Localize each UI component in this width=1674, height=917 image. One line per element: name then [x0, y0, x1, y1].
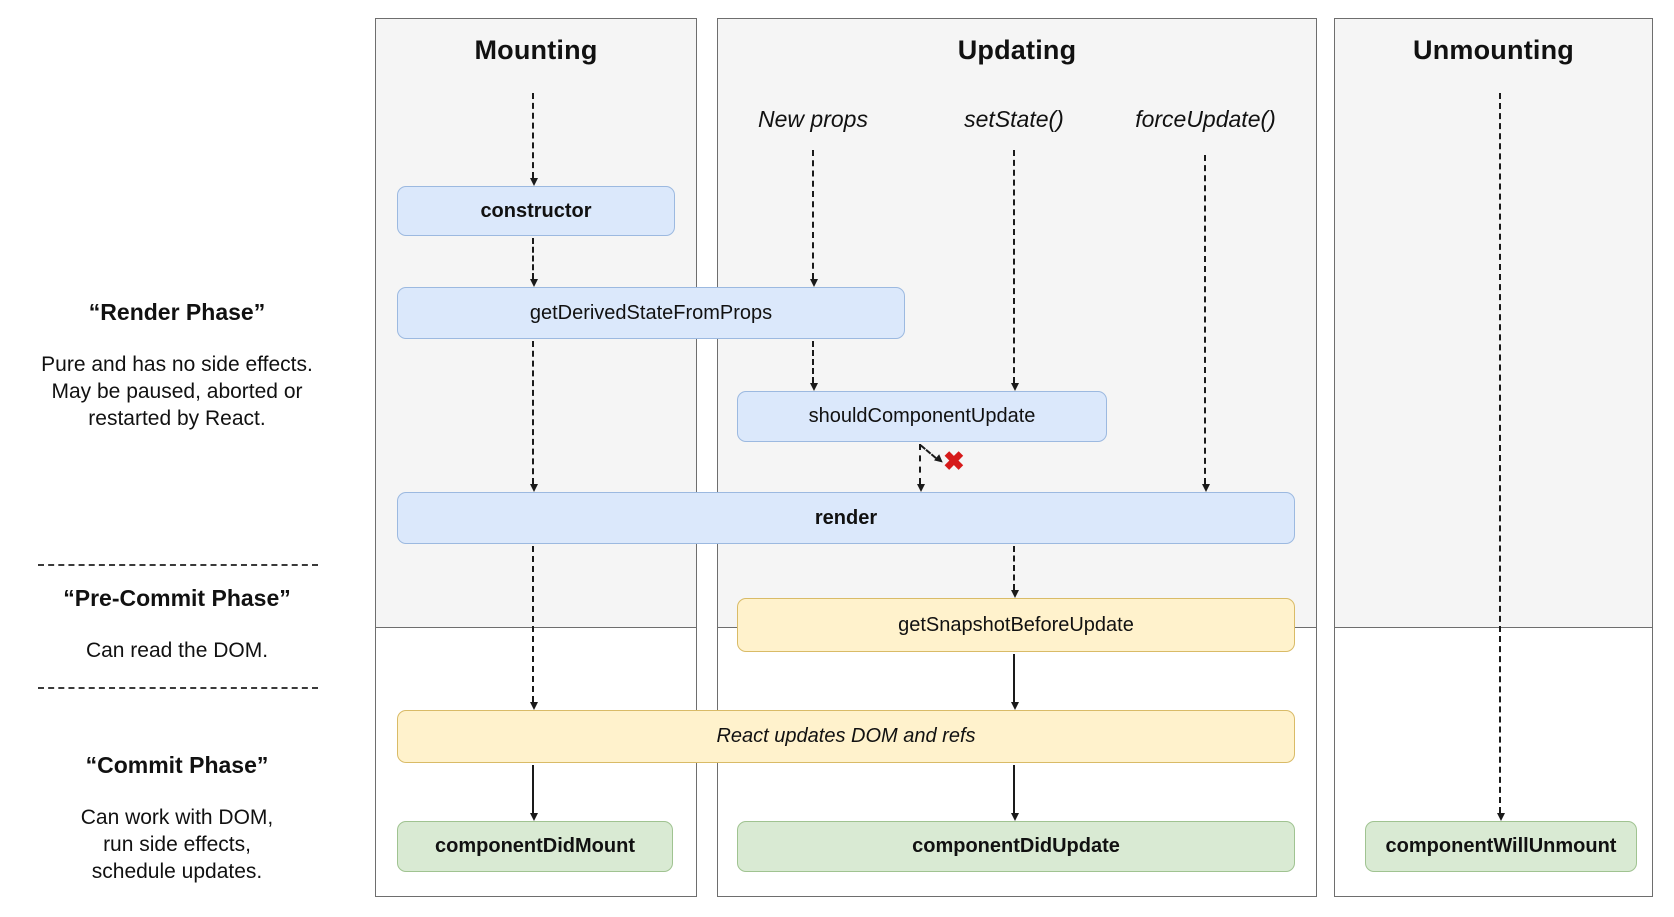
render-phase-title: “Render Phase” — [88, 299, 266, 325]
node-getderivedstatefromprops: getDerivedStateFromProps — [397, 287, 905, 339]
arrow-render-to-getsnapshot — [1011, 546, 1019, 598]
node-componentdidmount: componentDidMount — [397, 821, 673, 872]
arrow-getderivedstate-to-shouldcomponentupdate — [810, 341, 818, 391]
arrow-mount-start-to-constructor — [530, 93, 538, 186]
arrow-constructor-to-getderivedstate — [530, 238, 538, 287]
node-componentwillunmount: componentWillUnmount — [1365, 821, 1637, 872]
arrow-render-to-react-updates — [530, 546, 538, 710]
node-constructor: constructor — [397, 186, 675, 236]
trigger-force-update: forceUpdate() — [1135, 106, 1276, 132]
render-phase-description: Pure and has no side effects. May be pau… — [41, 353, 313, 430]
commit-phase-title: “Commit Phase” — [85, 752, 269, 778]
trigger-new-props: New props — [758, 106, 868, 132]
arrow-shouldcomponentupdate-to-render — [917, 444, 925, 492]
arrow-forceupdate-to-render — [1202, 155, 1210, 492]
node-shouldcomponentupdate: shouldComponentUpdate — [737, 391, 1107, 442]
phase-divider — [38, 687, 318, 689]
commit-phase-description: Can work with DOM, run side effects, sch… — [80, 806, 274, 883]
render-phase-shaded-region — [1335, 19, 1652, 628]
column-mounting: Mounting — [375, 18, 697, 897]
arrow-react-updates-to-componentdidupdate — [1011, 765, 1019, 821]
arrow-getderivedstate-to-render — [530, 341, 538, 492]
arrow-react-updates-to-componentdidmount — [530, 765, 538, 821]
arrow-newprops-to-getderivedstate — [810, 150, 818, 287]
arrow-getsnapshot-to-react-updates — [1011, 654, 1019, 710]
arrow-setstate-to-shouldcomponentupdate — [1011, 150, 1019, 391]
arrow-unmount-start-to-componentwillunmount — [1497, 93, 1505, 821]
column-unmounting-title: Unmounting — [1413, 35, 1574, 65]
column-updating-title: Updating — [957, 35, 1077, 65]
node-componentdidupdate: componentDidUpdate — [737, 821, 1295, 872]
column-mounting-title: Mounting — [474, 35, 598, 65]
column-unmounting: Unmounting — [1334, 18, 1653, 897]
pre-commit-phase-description: Can read the DOM. — [85, 639, 269, 662]
column-updating: Updating — [717, 18, 1317, 897]
pre-commit-phase-title: “Pre-Commit Phase” — [63, 585, 291, 611]
node-react-updates-dom-and-refs: React updates DOM and refs — [397, 710, 1295, 763]
node-render: render — [397, 492, 1295, 544]
update-skipped-x-icon: ✖ — [943, 446, 965, 476]
phase-divider — [38, 564, 318, 566]
trigger-set-state: setState() — [964, 106, 1064, 132]
node-getsnapshotbeforeupdate: getSnapshotBeforeUpdate — [737, 598, 1295, 652]
